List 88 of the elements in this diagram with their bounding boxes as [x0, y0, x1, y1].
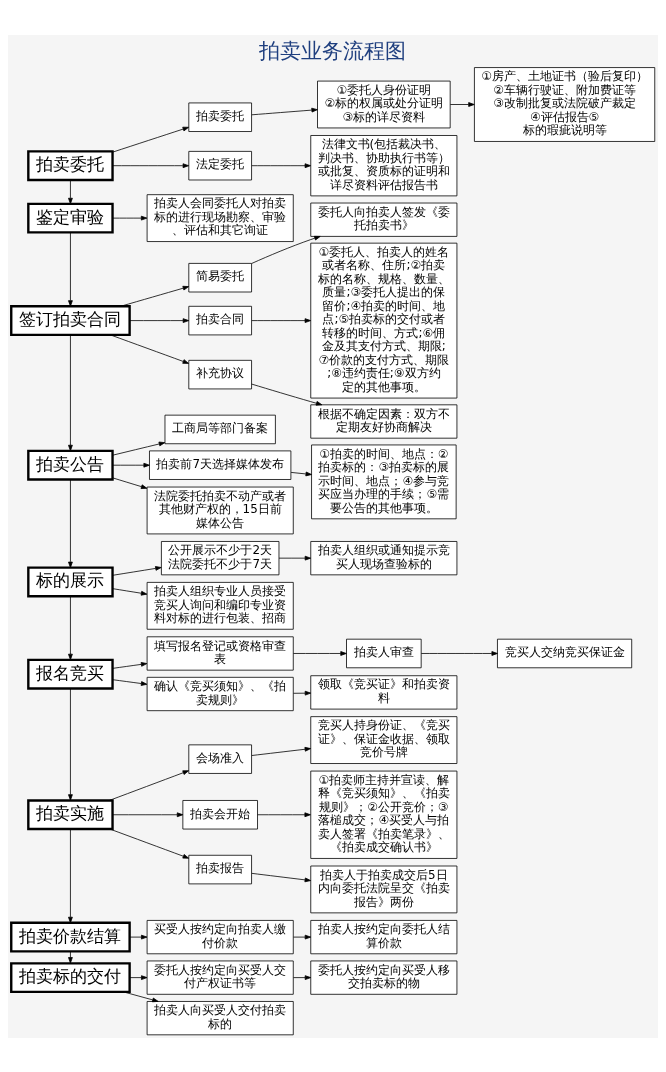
node-box: 公开展示不少于2天法院委托不少于7天	[161, 540, 280, 575]
node-box: 竞买人持身份证、《竞买证》、保证金收据、领取竞价号牌	[310, 715, 458, 764]
node-box: 鉴定审验	[27, 202, 114, 234]
arrow	[251, 162, 312, 168]
arrow	[251, 383, 323, 406]
arrow	[68, 231, 73, 307]
node-box: 法定委托	[188, 150, 252, 180]
node-box: 会场准入	[188, 743, 252, 774]
arrow	[68, 828, 73, 923]
arrow	[293, 974, 312, 980]
arrow	[68, 179, 73, 204]
diagram-title: 拍卖业务流程图	[259, 38, 407, 63]
arrow	[68, 687, 73, 801]
arrow	[112, 477, 148, 489]
node-box: 领取《竞买证》和拍卖资料	[310, 674, 458, 709]
node-box: 拍卖人会同委托人对拍卖标的进行现场勘察、审验、评估和其它询证	[146, 193, 294, 242]
node-box: 确认《竞买须知》、《拍卖规则》	[146, 676, 294, 711]
node-box: 补充协议	[188, 359, 252, 389]
arrow	[449, 101, 475, 107]
node-box: 竞买人交纳竞买保证金	[497, 638, 633, 668]
arrow	[68, 478, 73, 568]
node-box: ①拍卖的时间、地点：②拍卖标的：③拍卖标的展示时间、地点；④参与竞买应当办理的手续；⑤需要公告的其他事项。	[311, 444, 457, 519]
node-box: 法院委托拍卖不动产或者其他财产权的，15日前媒体公告	[146, 486, 294, 534]
node-box: 工商局等部门备案	[164, 414, 276, 444]
arrow	[112, 462, 150, 468]
node-box: 拍卖会开始	[182, 799, 258, 829]
node-box: ①拍卖师主持并宣读、解释《竞买须知》、《拍卖规则》；②公开竞价；③落槌成交；④买受人与拍卖人签署《拍卖笔录》、《拍卖成交确认书》	[310, 770, 458, 859]
arrow	[251, 107, 318, 115]
arrow	[109, 769, 189, 801]
arrow	[68, 334, 73, 451]
arrow	[112, 215, 148, 220]
arrow	[293, 934, 312, 939]
node-box: 拍卖合同	[188, 305, 252, 335]
arrow	[112, 678, 148, 686]
arrow	[112, 661, 148, 669]
node-box: 拍卖人按约定向委托人结算价款	[310, 919, 458, 954]
arrow	[123, 991, 159, 1002]
node-box: 拍卖公告	[27, 449, 114, 481]
arrow	[112, 587, 148, 596]
node-box: 拍卖实施	[27, 798, 114, 830]
arrow	[112, 441, 166, 456]
arrow	[109, 828, 190, 859]
arrow	[68, 950, 73, 963]
arrow	[110, 334, 189, 364]
arrow	[420, 650, 498, 656]
node-box: ①房产、土地证书（验后复印）②车辆行驶证、附加费证等③改制批复或法院破产裁定④评估报告⑤标的瑕疵说明等	[474, 66, 656, 142]
arrow	[112, 565, 162, 576]
node-box: 拍卖人组织或通知提示竞买人现场查验标的	[310, 540, 458, 575]
arrow	[129, 934, 148, 939]
arrow	[68, 595, 73, 660]
node-box: 拍卖标的交付	[10, 961, 131, 993]
arrow	[278, 555, 312, 560]
arrow	[129, 317, 190, 323]
node-box: 委托人按约定向买受人交付产权证书等	[146, 960, 294, 995]
node-box: 报名竞买	[27, 658, 114, 690]
node-box: 根据不确定因素：双方不定期友好协商解决	[310, 403, 458, 439]
arrow	[251, 746, 312, 756]
arrow	[293, 690, 312, 695]
node-box: 拍卖价款结算	[10, 921, 131, 953]
arrow	[112, 126, 189, 152]
node-box: 简易委托	[188, 262, 252, 292]
node-box: 法律文书(包括裁决书、判决书、协助执行书等）或批复、资质标的证明和详尽资料评估报告书	[310, 134, 458, 196]
node-box: 填写报名登记或资格审查表	[146, 635, 294, 671]
node-box: 拍卖人审查	[346, 638, 422, 668]
node-box: 委托人向拍卖人签发《委托拍卖书》	[310, 202, 458, 237]
arrow	[112, 162, 189, 168]
arrow	[293, 650, 347, 656]
arrow	[251, 235, 321, 264]
arrow	[112, 811, 184, 817]
node-box: 拍卖委托	[27, 149, 114, 181]
node-box: 买受人按约定向拍卖人缴付价款	[146, 919, 294, 954]
node-box: 标的展示	[27, 566, 114, 597]
arrow	[290, 471, 312, 476]
node-box: 委托人按约定向买受人移交拍卖标的物	[310, 960, 458, 995]
node-box: 拍卖委托	[188, 102, 252, 132]
node-box: 拍卖人组织专业人员接受竞买人询问和编印专业资料对标的进行包装、招商	[146, 581, 294, 630]
node-box: 拍卖人于拍卖成交后5日内向委托法院呈交《拍卖报告》两份	[310, 865, 458, 913]
node-box: 拍卖报告	[188, 854, 252, 884]
node-box: ①委托人身份证明②标的权属或处分证明③标的详尽资料	[317, 80, 451, 128]
arrow	[251, 317, 312, 323]
arrow	[120, 285, 190, 307]
arrow	[251, 872, 312, 882]
node-box: 拍卖前7天选择媒体发布	[149, 450, 292, 480]
node-box: ①委托人、拍卖人的姓名或者名称、住所;②拍卖标的名称、规格、数量、质量;③委托人提出的保留价;④拍卖的时间、地点;⑤拍卖标的交付或者转移的时间、方式;⑥佣金及其支付方式、期限;⑦价款的支付方式、期限;⑧违约责任;⑨双方约定的其他事项。	[310, 242, 458, 398]
arrow	[257, 811, 311, 817]
node-box: 拍卖人向买受人交付拍卖标的	[146, 1000, 294, 1035]
arrow	[129, 974, 148, 980]
node-box: 签订拍卖合同	[10, 304, 131, 336]
